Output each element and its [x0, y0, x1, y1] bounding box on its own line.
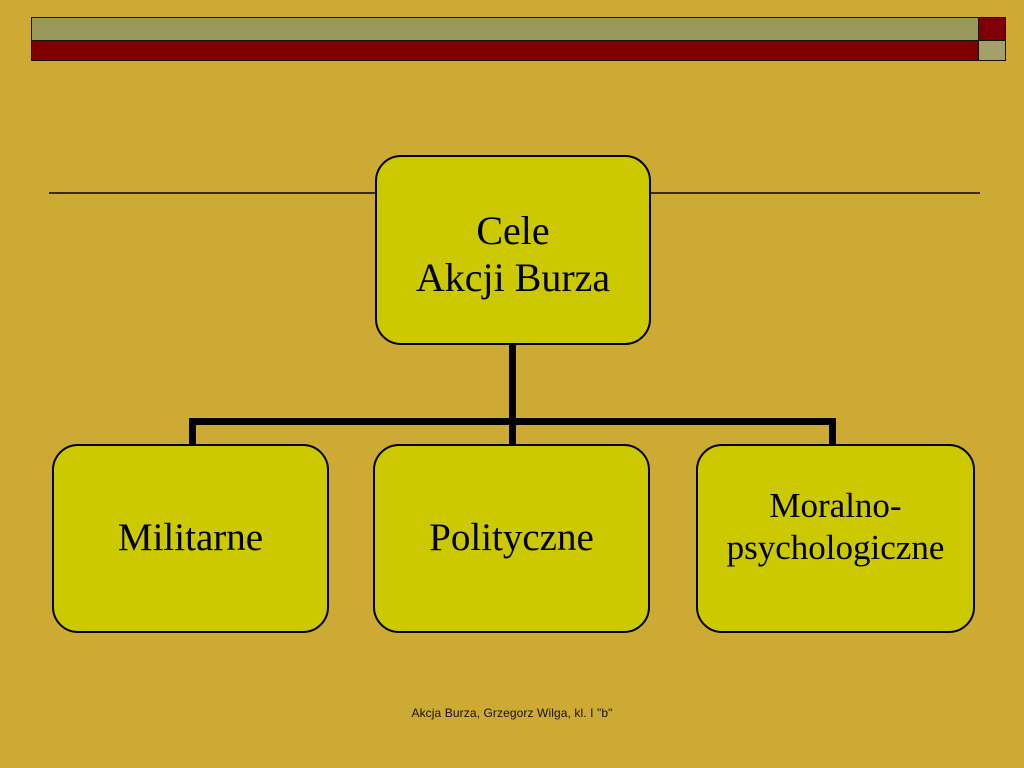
diagram-node-root[interactable]: Cele Akcji Burza	[375, 155, 651, 345]
banner-dark-red-band	[31, 40, 1006, 61]
checker-cell-dark-red	[978, 17, 1006, 41]
connector-drop-militarne	[189, 418, 196, 450]
connector-drop-polityczne	[509, 418, 516, 450]
checker-cell-olive	[978, 40, 1006, 61]
diagram-node-moralno-psychologiczne[interactable]: Moralno- psychologiczne	[696, 444, 975, 633]
connector-drop-moralno-psychologiczne	[829, 418, 836, 450]
diagram-node-moralno-psychologiczne-label: Moralno- psychologiczne	[726, 486, 945, 567]
diagram-node-militarne-label: Militarne	[117, 516, 264, 560]
diagram-node-militarne[interactable]: Militarne	[52, 444, 329, 633]
banner-checker-block	[978, 17, 1006, 61]
decorative-top-banner	[31, 17, 1006, 61]
diagram-node-polityczne[interactable]: Polityczne	[373, 444, 650, 633]
slide-footer-text: Akcja Burza, Grzegorz Wilga, kl. I "b"	[411, 706, 613, 720]
banner-olive-band	[31, 17, 1006, 41]
diagram-node-polityczne-label: Polityczne	[429, 516, 594, 560]
diagram-node-root-label: Cele Akcji Burza	[415, 207, 611, 300]
connector-root-stem	[509, 344, 516, 424]
